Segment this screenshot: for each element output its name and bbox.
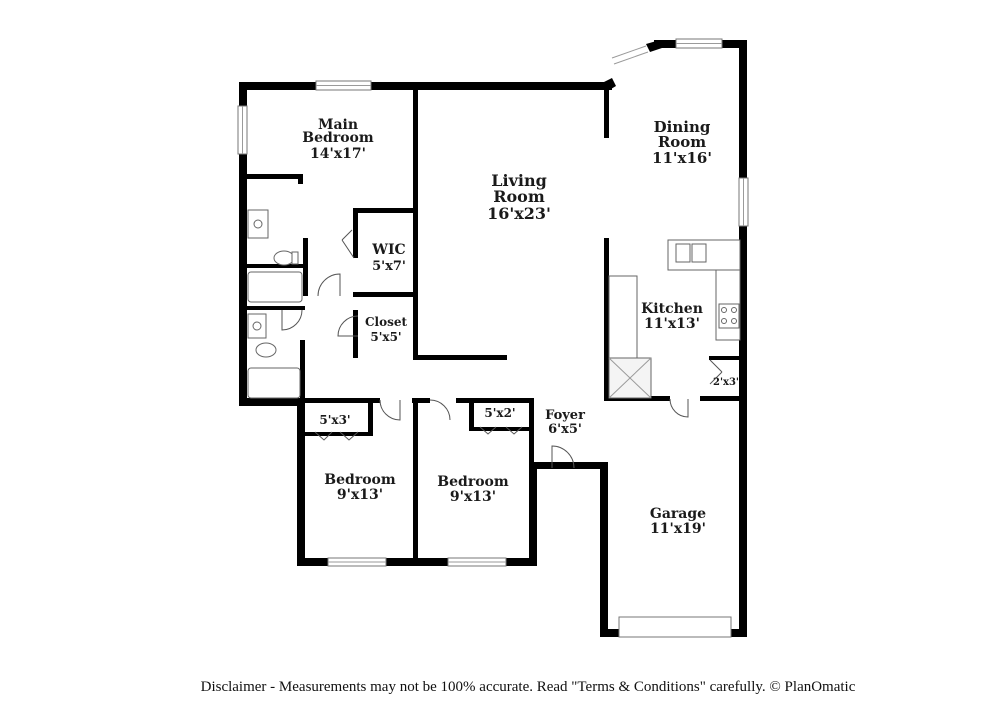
wall-left-bottom	[239, 398, 305, 406]
wall-bedroom3-top	[456, 398, 534, 403]
foyer-dims: 6'x5'	[548, 422, 582, 437]
living-room-dims: 16'x23'	[487, 204, 551, 223]
garage-dims: 11'x19'	[650, 521, 706, 537]
wall-left	[239, 82, 247, 406]
wall-foyer-wall	[529, 398, 534, 468]
main-bedroom-name-1: Main	[318, 117, 358, 133]
door-pantry	[709, 359, 723, 385]
main-bedroom-dims: 14'x17'	[310, 146, 366, 162]
wall-closet3-bottom	[469, 427, 531, 431]
wall-wic-bottom	[353, 292, 416, 297]
fixtures	[247, 209, 741, 399]
dining-room-name-2: Room	[658, 133, 706, 151]
bathtub2-icon	[247, 367, 301, 399]
doors	[281, 229, 723, 469]
closet-bedroom3-dims: 5'x2'	[484, 406, 515, 420]
wall-living-kitchen	[604, 238, 609, 398]
door-bedroom2	[379, 399, 401, 421]
door-closet	[337, 315, 359, 337]
door-bath2	[281, 309, 303, 331]
exterior-walls	[239, 40, 747, 637]
door-garage	[669, 398, 689, 418]
wall-bath-top-stub	[298, 174, 303, 184]
wall-bedroom2-top	[300, 398, 380, 403]
closet-name: Closet	[365, 315, 408, 329]
wall-closet3-left	[469, 398, 474, 430]
bedroom2-dims: 9'x13'	[337, 487, 383, 503]
wall-closet-left	[353, 310, 358, 358]
wall-foyer-bottom	[529, 462, 604, 469]
wall-living-dining-upper	[604, 88, 609, 138]
closet-dims: 5'x5'	[370, 330, 401, 344]
bedroom3-dims: 9'x13'	[450, 489, 496, 505]
wall-bath-right	[303, 238, 308, 296]
toilet-icon	[273, 250, 295, 266]
wall-top-left	[239, 82, 612, 90]
toilet2-icon	[255, 342, 277, 358]
wall-foyer-left	[529, 462, 537, 566]
dining-room-name-1: Dining	[654, 118, 711, 136]
disclaimer-text: Disclaimer - Measurements may not be 100…	[200, 679, 856, 695]
wall-corner-angle	[646, 40, 662, 52]
dining-room-dims: 11'x16'	[652, 149, 712, 167]
foyer-name: Foyer	[545, 408, 585, 423]
living-room-name-1: Living	[491, 171, 547, 190]
wall-bath-split	[243, 306, 305, 310]
garage-name: Garage	[650, 506, 706, 522]
kitchen-dims: 11'x13'	[644, 316, 700, 332]
bathtub-icon	[247, 271, 303, 303]
wall-bedroom2-left	[297, 398, 305, 566]
wic-dims: 5'x7'	[372, 259, 406, 274]
door-bedroom3	[429, 399, 451, 421]
wall-right	[739, 40, 747, 637]
wall-closet2-right	[368, 398, 373, 436]
garage-door	[618, 616, 732, 638]
wall-bedroom-mid-top	[412, 398, 430, 403]
main-bedroom-name-2: Bedroom	[302, 130, 374, 146]
bedroom2-name: Bedroom	[324, 472, 396, 488]
wall-bath2-right	[300, 340, 305, 402]
kitchen-counter-left	[608, 275, 638, 359]
wall-living-left	[413, 88, 418, 358]
wall-garage-top-right	[700, 396, 743, 401]
wall-bath-top	[243, 174, 303, 179]
door-wic	[341, 229, 355, 259]
kitchen-name: Kitchen	[641, 301, 703, 317]
wall-wic-top	[353, 208, 416, 213]
wall-bath-mid	[243, 264, 303, 268]
living-room-name-2: Room	[493, 187, 545, 206]
wall-wic-left	[353, 208, 358, 258]
interior-walls	[243, 88, 743, 563]
wall-living-bottom	[413, 355, 507, 360]
wall-pantry-top	[709, 356, 741, 360]
wall-garage-left	[600, 462, 608, 636]
wall-bedroom-divider	[413, 398, 418, 563]
room-labels: Main Bedroom 14'x17' WIC 5'x7' Closet 5'…	[302, 117, 739, 537]
bedroom3-name: Bedroom	[437, 474, 509, 490]
wall-closet2-bottom	[303, 432, 373, 436]
door-front	[551, 445, 575, 469]
door-closet3	[479, 426, 523, 435]
pantry-dims: 2'x3'	[713, 377, 739, 388]
kitchen-sink-icon	[675, 243, 691, 263]
door-closet2	[314, 431, 359, 441]
windows	[237, 38, 749, 638]
door-bath1	[317, 273, 341, 297]
closet-bedroom2-dims: 5'x3'	[319, 413, 350, 427]
wic-name: WIC	[371, 242, 405, 258]
stove-icon	[718, 303, 740, 329]
